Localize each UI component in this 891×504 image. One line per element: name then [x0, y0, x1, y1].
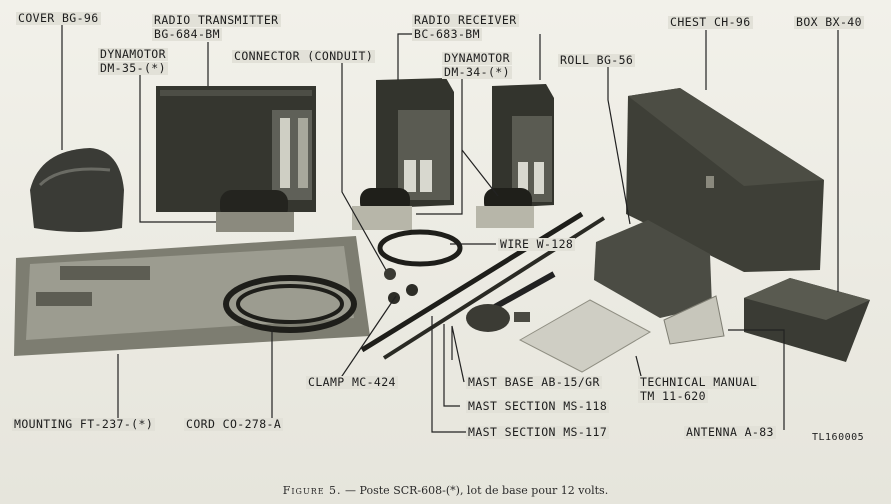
mast-base: [466, 304, 530, 332]
label-wire: WIRE W-128: [498, 237, 576, 251]
radio-receiver-2: [492, 84, 554, 208]
radio-transmitter: [156, 86, 316, 212]
cover-bag: [30, 148, 124, 232]
wire-coil: [377, 229, 463, 267]
label-clamp: CLAMP MC-424: [306, 375, 398, 389]
label-connector: CONNECTOR (CONDUIT): [232, 49, 376, 63]
reference-number: TL160005: [812, 432, 865, 443]
label-mast118: MAST SECTION MS-118: [466, 399, 610, 413]
dynamotor-dm34-1: [352, 188, 412, 230]
label-receiver-1: RADIO RECEIVER: [412, 13, 519, 27]
label-manual-2: TM 11-620: [638, 389, 708, 403]
radio-receiver-1: [376, 78, 454, 208]
label-receiver-2: BC-683-BM: [412, 27, 482, 41]
label-mounting: MOUNTING FT-237-(*): [12, 417, 156, 431]
label-box: BOX BX-40: [794, 15, 864, 29]
label-transmitter-1: RADIO TRANSMITTER: [152, 13, 281, 27]
label-cord: CORD CO-278-A: [184, 417, 284, 431]
label-mast-base: MAST BASE AB-15/GR: [466, 375, 602, 389]
figure-caption: Figure 5. — Poste SCR-608-(*), lot de ba…: [0, 484, 891, 497]
figure-caption-text: — Poste SCR-608-(*), lot de base pour 12…: [345, 484, 609, 497]
label-roll: ROLL BG-56: [558, 53, 636, 67]
label-dynamotor34-2: DM-34-(*): [442, 65, 512, 79]
roll-bag: [594, 220, 712, 318]
cord: [223, 275, 357, 333]
label-cover: COVER BG-96: [16, 11, 101, 25]
clamps: [384, 268, 418, 304]
chest: [626, 88, 824, 272]
label-dynamotor35-1: DYNAMOTOR: [98, 47, 168, 61]
figure-number: Figure 5.: [282, 484, 342, 497]
label-transmitter-2: BG-684-BM: [152, 27, 222, 41]
label-manual-1: TECHNICAL MANUAL: [638, 375, 760, 389]
label-dynamotor34-1: DYNAMOTOR: [442, 51, 512, 65]
technical-manual: [518, 299, 652, 373]
label-dynamotor35-2: DM-35-(*): [98, 61, 168, 75]
mounting-tray: [14, 236, 370, 356]
leader-lines: [61, 24, 839, 433]
label-antenna: ANTENNA A-83: [684, 425, 776, 439]
antenna: [663, 295, 725, 345]
label-chest: CHEST CH-96: [668, 15, 753, 29]
dynamotor-dm34-2: [476, 188, 534, 228]
label-mast117: MAST SECTION MS-117: [466, 425, 610, 439]
dynamotor-dm35: [216, 190, 294, 232]
box: [744, 278, 870, 362]
